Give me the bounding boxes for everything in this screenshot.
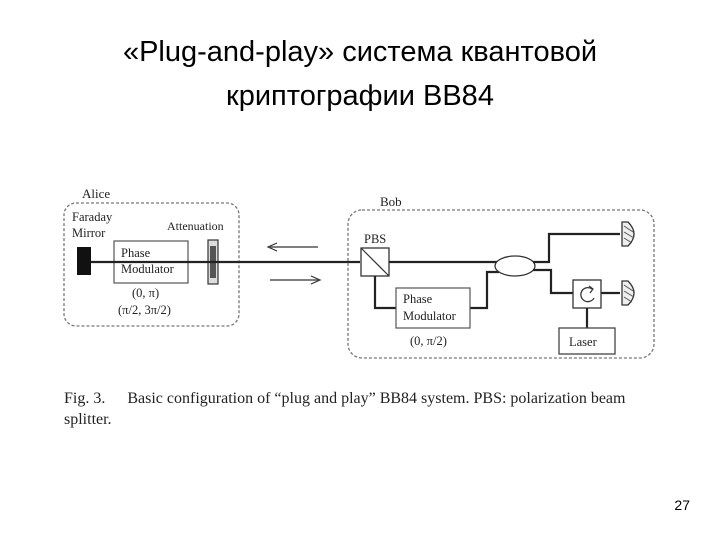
title-line-1: «Plug-and-play» система квантовой xyxy=(122,36,598,68)
circulator xyxy=(572,279,602,309)
arrow-to-alice-head xyxy=(266,242,278,252)
page-number: 27 xyxy=(674,497,690,513)
detector-1-hatch xyxy=(623,225,635,244)
pbs-label: PBS xyxy=(364,232,386,246)
laser-label: Laser xyxy=(569,335,598,349)
arrow-to-bob-head xyxy=(310,275,322,285)
fiber-coupler xyxy=(494,255,536,277)
caption-text: Basic configuration of “plug and play” B… xyxy=(64,390,626,428)
fiber-to-circulator xyxy=(533,268,573,295)
bob-phases: (0, π/2) xyxy=(410,334,447,348)
bob-label: Bob xyxy=(380,194,402,209)
figure-number: Fig. 3. xyxy=(64,390,106,407)
attenuation-label: Attenuation xyxy=(167,219,224,233)
alice-phases-line1: (0, π) xyxy=(132,286,159,300)
figure-caption: Fig. 3.Basic configuration of “plug and … xyxy=(64,388,664,430)
alice-label: Alice xyxy=(82,186,110,201)
title-line-2: криптографии BB84 xyxy=(226,80,494,112)
bob-modulator-line2: Modulator xyxy=(403,309,457,323)
faraday-label-line1: Faraday xyxy=(72,210,113,224)
alice-phases-line2: (π/2, 3π/2) xyxy=(118,303,171,317)
bob-modulator-line1: Phase xyxy=(403,292,433,306)
alice-modulator-line2: Modulator xyxy=(121,262,175,276)
circulator-arrow-head xyxy=(588,285,594,294)
slide-title: «Plug-and-play» система квантовой крипто… xyxy=(0,30,720,118)
pbs-diagonal xyxy=(360,247,390,277)
laser-box xyxy=(558,327,616,355)
bob-box xyxy=(347,209,655,359)
detector-2-hatch xyxy=(623,284,635,303)
faraday-mirror xyxy=(77,247,91,275)
faraday-label-line2: Mirror xyxy=(72,226,106,240)
circulator-arrow xyxy=(580,287,595,303)
fiber-to-detector-1 xyxy=(533,232,620,264)
bob-fiber-loop-left xyxy=(373,276,396,310)
bob-phase-modulator xyxy=(395,287,471,329)
alice-box xyxy=(63,202,240,327)
bob-fiber-loop-right xyxy=(470,270,499,310)
alice-modulator-line1: Phase xyxy=(121,246,151,260)
